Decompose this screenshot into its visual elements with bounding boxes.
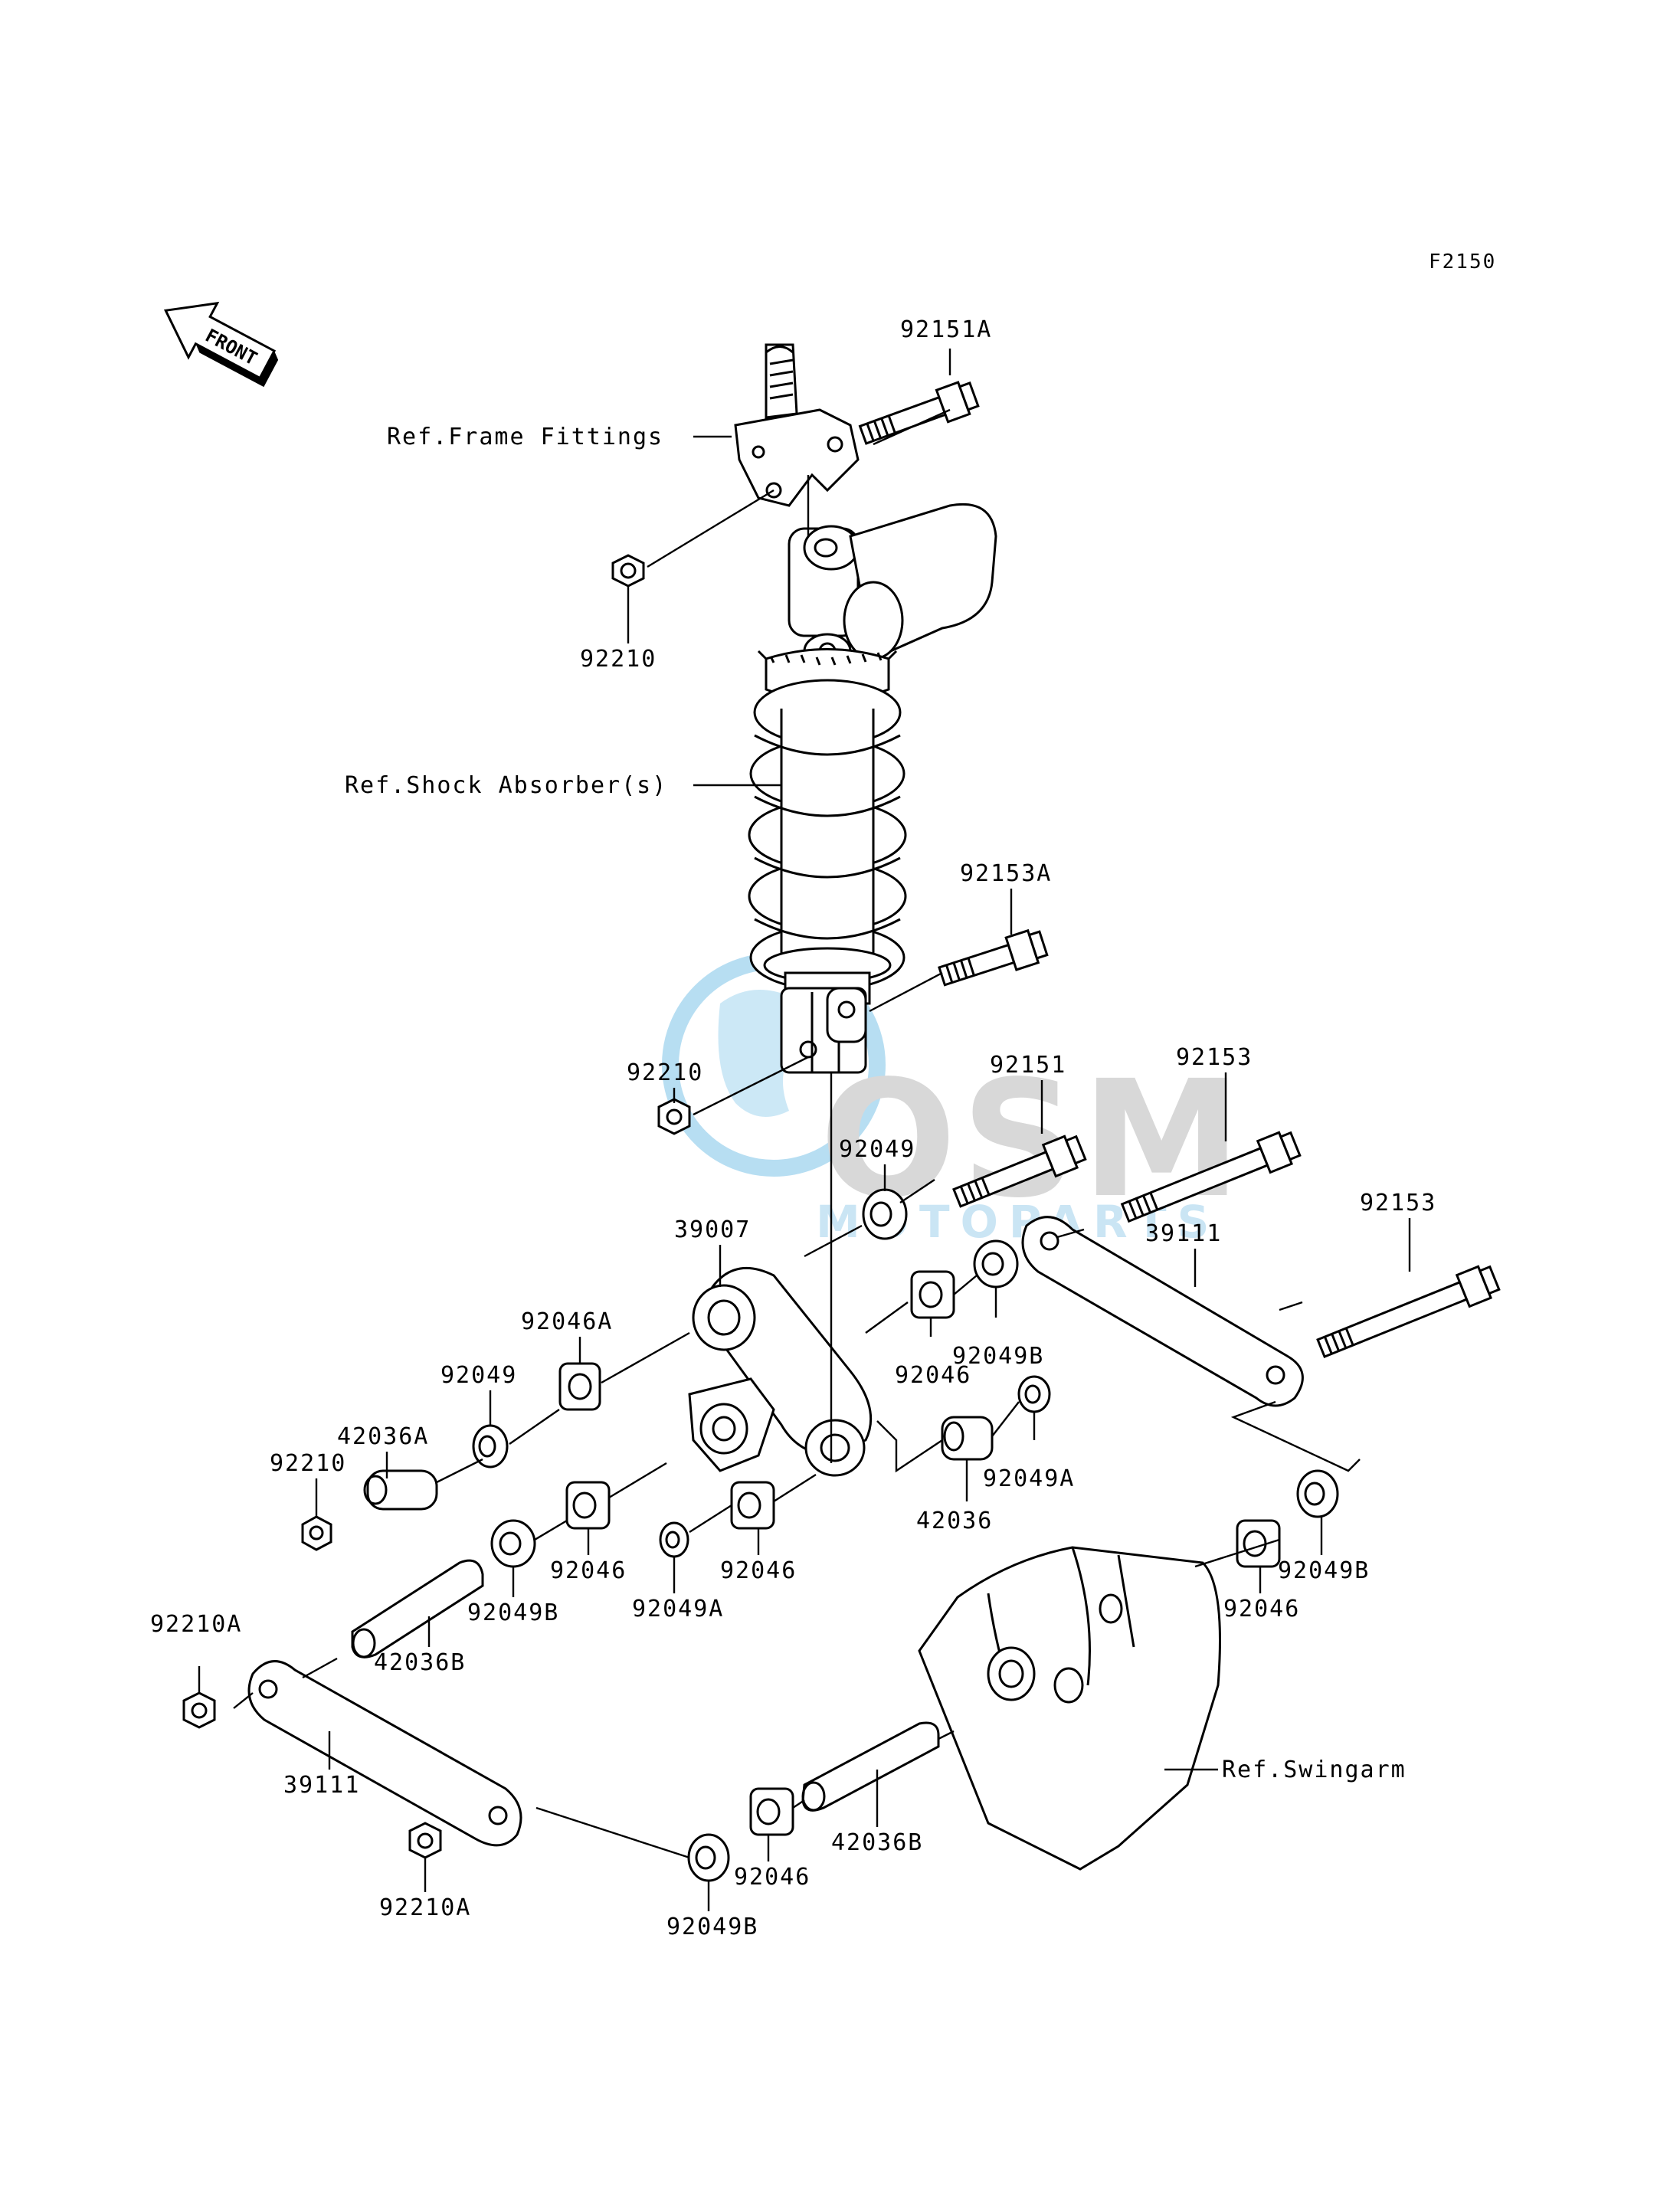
collar-42036A: [363, 1469, 438, 1511]
frame-fitting-bracket: [734, 343, 860, 507]
diagram-code: F2150: [1429, 250, 1496, 273]
bearing-92046-a: [910, 1270, 955, 1319]
bearing-92046-c: [730, 1481, 775, 1530]
bearing-92046-e: [749, 1787, 794, 1836]
part-label: 92153A: [960, 860, 1052, 887]
nut-92210A-b: [408, 1822, 442, 1859]
collar-42036B-a: [351, 1559, 484, 1658]
collar-42036: [941, 1416, 994, 1461]
part-label: 42036A: [337, 1423, 429, 1450]
part-label: 92049B: [1278, 1557, 1370, 1584]
part-label: 92153: [1176, 1044, 1253, 1071]
part-label: 92046: [550, 1557, 627, 1584]
part-label: 92049: [839, 1136, 915, 1163]
ref-shock-absorber-label: Ref.Shock Absorber(s): [345, 772, 667, 799]
ref-frame-fittings-label: Ref.Frame Fittings: [387, 424, 663, 450]
bolt-92151: [952, 1135, 1087, 1208]
part-label: 92049: [440, 1362, 517, 1389]
part-label: 92151: [990, 1052, 1066, 1079]
part-label: 92153: [1360, 1190, 1436, 1216]
part-label: 42036B: [374, 1649, 466, 1676]
front-arrow-icon: FRONT: [163, 301, 279, 388]
washer-92049B-a: [973, 1239, 1019, 1288]
part-label: 92049A: [983, 1465, 1075, 1492]
bolt-92151A: [858, 381, 980, 445]
part-label: 92210A: [379, 1894, 471, 1921]
part-label: 42036: [916, 1508, 993, 1534]
part-label: 92046: [895, 1362, 971, 1389]
rocker-arm-39007: [688, 1266, 873, 1477]
part-label: 92210: [627, 1059, 703, 1086]
part-label: 39111: [1145, 1220, 1222, 1247]
part-label: 92210: [580, 646, 657, 673]
link-39111-right: [1021, 1216, 1304, 1407]
bolt-92153-a: [1120, 1131, 1302, 1223]
part-label: 39007: [674, 1216, 751, 1243]
part-label: 92046: [734, 1864, 811, 1891]
link-39111-left: [247, 1660, 522, 1847]
part-label: 92049B: [952, 1343, 1044, 1370]
part-label: 92046: [720, 1557, 797, 1584]
washer-92049A-b: [659, 1521, 689, 1558]
bearing-92046A: [558, 1362, 601, 1411]
nut-92210A-a: [182, 1691, 216, 1729]
part-label: 92046A: [521, 1308, 613, 1335]
part-label: 39111: [283, 1772, 360, 1799]
part-label: 92210: [270, 1450, 346, 1477]
part-label: 92049A: [632, 1596, 724, 1622]
part-label: 92049B: [467, 1599, 559, 1626]
part-label: 92151A: [900, 316, 992, 343]
part-label: 92046: [1223, 1596, 1300, 1622]
bearing-92046-d: [1236, 1519, 1281, 1568]
washer-92049-b: [472, 1424, 509, 1468]
washer-92049B-b: [490, 1519, 536, 1568]
shock-absorber: [748, 503, 997, 1074]
bolt-92153-b: [1316, 1265, 1501, 1359]
washer-92049B-d: [687, 1833, 730, 1882]
washer-92049-a: [862, 1188, 908, 1240]
bolt-92153A: [938, 928, 1049, 987]
part-label: 42036B: [831, 1829, 923, 1856]
nut-92210-left: [301, 1515, 332, 1551]
ref-swingarm-label: Ref.Swingarm: [1222, 1757, 1407, 1783]
nut-92210-top: [611, 554, 645, 588]
collar-42036B-b: [801, 1721, 940, 1812]
washer-92049A-a: [1017, 1375, 1051, 1413]
nut-92210-mid: [657, 1098, 691, 1135]
part-label: 92210A: [150, 1611, 242, 1638]
part-label: 92049B: [666, 1914, 758, 1940]
bearing-92046-b: [565, 1481, 611, 1530]
leader-lines: [198, 349, 1411, 1911]
swingarm: [918, 1546, 1221, 1871]
washer-92049B-c: [1296, 1469, 1339, 1518]
